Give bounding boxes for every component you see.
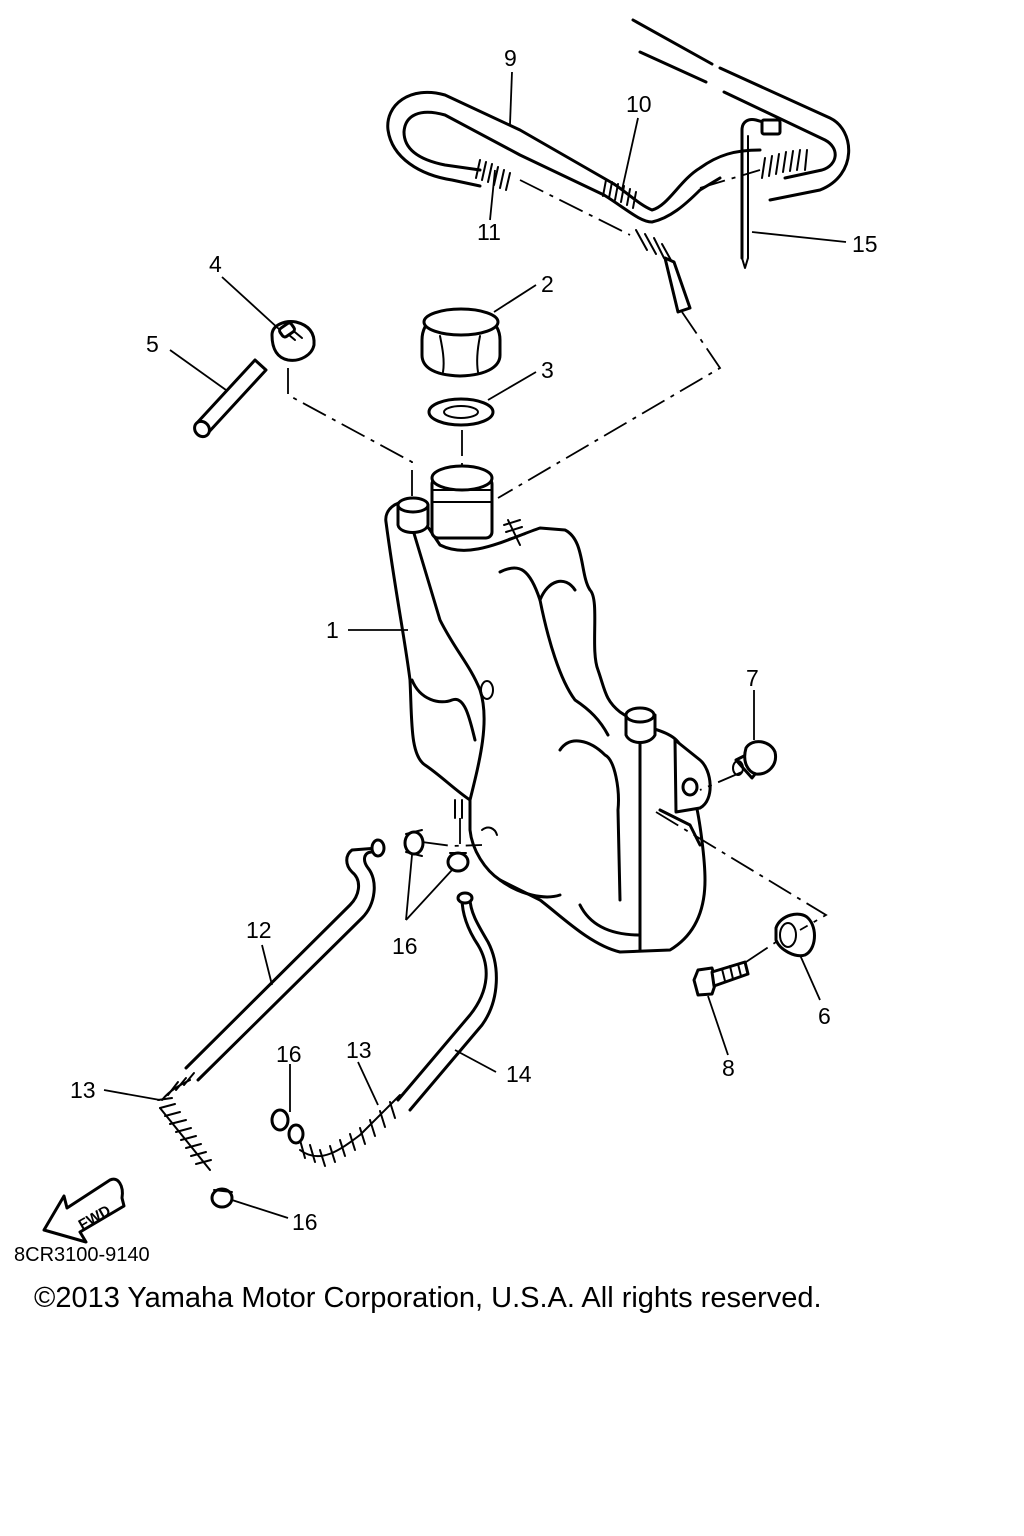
part-11-hose-spring [475, 149, 808, 314]
part-16-clamp-middle [270, 1108, 305, 1145]
part-7-collar [732, 740, 778, 780]
callout-16-bottom: 16 [292, 1209, 318, 1235]
forward-direction-arrow: FWD [42, 1177, 126, 1244]
part-3-gasket [427, 397, 495, 427]
part-16-clamp-bottom [210, 1187, 234, 1209]
part-6-grommet [774, 912, 816, 958]
callout-5: 5 [146, 331, 159, 357]
callout-14: 14 [506, 1061, 532, 1087]
callout-8: 8 [722, 1055, 735, 1081]
callout-16-top: 16 [392, 933, 418, 959]
part-13-hose-spring-left [157, 1072, 212, 1171]
callout-13-left: 13 [70, 1077, 96, 1103]
part-12-drain-hose [184, 838, 386, 1082]
copyright-notice: ©2013 Yamaha Motor Corporation, U.S.A. A… [34, 1282, 822, 1314]
callout-7: 7 [746, 665, 759, 691]
part-8-bolt [692, 960, 750, 997]
part-16-clamp-top-right [446, 851, 470, 873]
callout-11: 11 [477, 219, 501, 245]
part-9-breather-hose [386, 18, 851, 224]
part-2-filler-cap [420, 307, 502, 378]
leader-lines [103, 71, 847, 1219]
assembly-chain-lines [287, 311, 828, 963]
callout-3: 3 [541, 357, 554, 383]
callout-numbers: 1 2 3 4 5 6 7 8 9 10 11 12 13 13 14 15 1… [70, 45, 878, 1235]
part-10-hose-spring [602, 179, 637, 209]
part-5-tube [193, 358, 268, 439]
part-16-clamp-top-left [403, 829, 425, 857]
part-1-reservoir-tank [384, 464, 712, 954]
callout-9: 9 [504, 45, 517, 71]
callout-2: 2 [541, 271, 554, 297]
part-13-hose-spring-right [299, 1094, 401, 1167]
callout-15: 15 [852, 231, 878, 257]
callout-10: 10 [626, 91, 652, 117]
callout-12: 12 [246, 917, 272, 943]
part-14-overflow-hose [396, 891, 498, 1112]
diagram-code: 8CR3100-9140 [14, 1244, 150, 1266]
callout-6: 6 [818, 1003, 831, 1029]
callout-13-right: 13 [346, 1037, 372, 1063]
callout-4: 4 [209, 251, 222, 277]
part-15-hose-bracket [740, 118, 782, 269]
part-4-breather-cap [270, 320, 316, 362]
callout-16-middle: 16 [276, 1041, 302, 1067]
callout-1: 1 [326, 617, 339, 643]
